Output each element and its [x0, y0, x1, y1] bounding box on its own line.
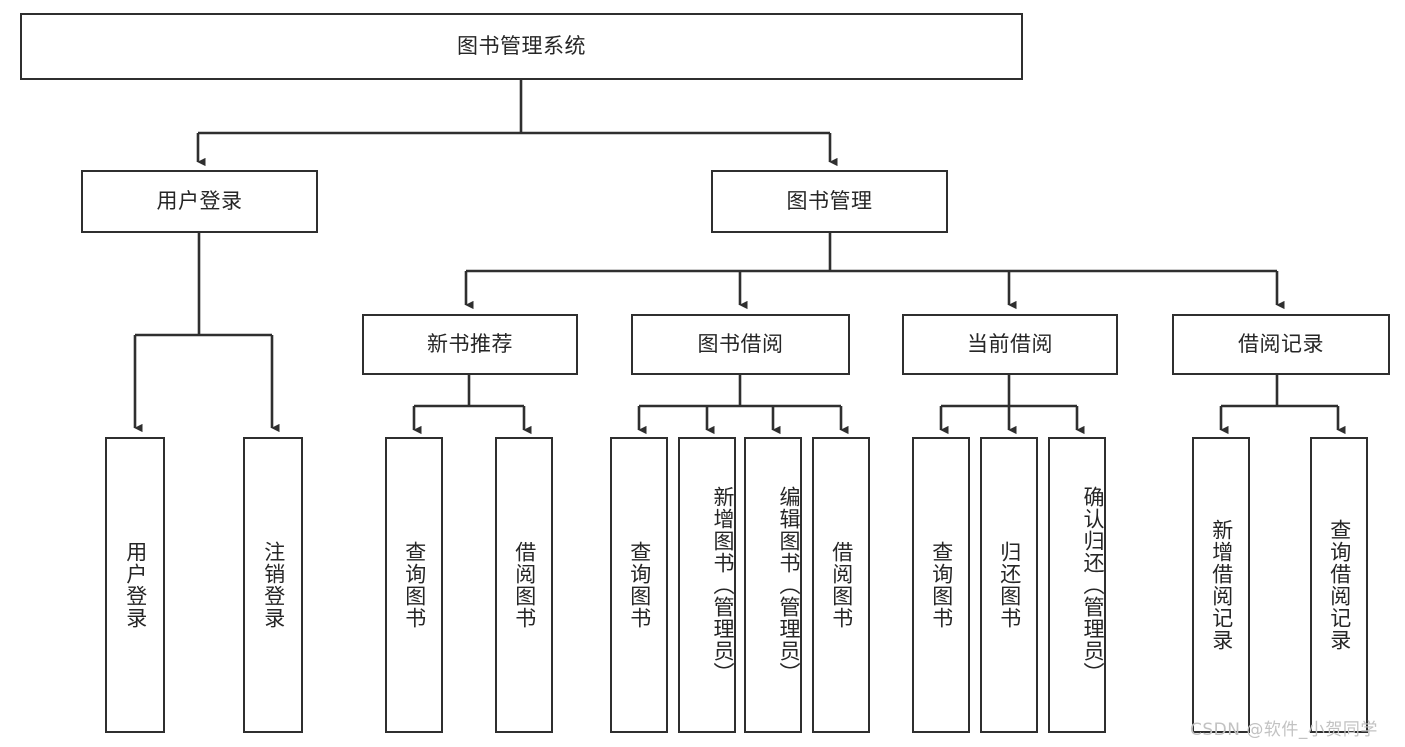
node-root[interactable]: 图书管理系统	[20, 13, 1023, 80]
node-book-manage-label: 图书管理	[786, 188, 873, 213]
node-leaf-borrow-query-book[interactable]: 查询图书	[610, 437, 668, 733]
node-new-book-recommend[interactable]: 新书推荐	[362, 314, 578, 375]
node-leaf-current-query-book-label: 查询图书	[929, 541, 954, 629]
node-leaf-user-login[interactable]: 用户登录	[105, 437, 165, 733]
node-leaf-edit-book[interactable]: 编辑图书（管理员）	[744, 437, 802, 733]
node-new-book-recommend-label: 新书推荐	[427, 331, 513, 356]
csdn-watermark: CSDN @软件_小贺同学	[1190, 720, 1378, 740]
node-leaf-query-borrow-record[interactable]: 查询借阅记录	[1310, 437, 1368, 733]
node-leaf-return-book[interactable]: 归还图书	[980, 437, 1038, 733]
node-leaf-return-book-label: 归还图书	[997, 541, 1022, 629]
node-leaf-recommend-borrow-book-label: 借阅图书	[512, 541, 537, 629]
node-leaf-borrow-book-label: 借阅图书	[829, 541, 854, 629]
node-user-login[interactable]: 用户登录	[81, 170, 318, 233]
node-book-borrow[interactable]: 图书借阅	[631, 314, 850, 375]
node-leaf-add-borrow-record-label: 新增借阅记录	[1209, 519, 1234, 651]
node-leaf-query-borrow-record-label: 查询借阅记录	[1327, 519, 1352, 651]
node-current-borrow[interactable]: 当前借阅	[902, 314, 1118, 375]
node-borrow-record[interactable]: 借阅记录	[1172, 314, 1390, 375]
node-user-login-label: 用户登录	[156, 188, 243, 213]
node-leaf-user-login-label: 用户登录	[123, 541, 148, 629]
node-leaf-confirm-return[interactable]: 确认归还（管理员）	[1048, 437, 1106, 733]
node-leaf-edit-book-label: 编辑图书（管理员）	[777, 486, 801, 684]
node-leaf-logout[interactable]: 注销登录	[243, 437, 303, 733]
node-leaf-recommend-query-book-label: 查询图书	[402, 541, 427, 629]
node-leaf-add-book[interactable]: 新增图书（管理员）	[678, 437, 736, 733]
node-book-manage[interactable]: 图书管理	[711, 170, 948, 233]
node-leaf-confirm-return-label: 确认归还（管理员）	[1081, 486, 1105, 684]
node-leaf-current-query-book[interactable]: 查询图书	[912, 437, 970, 733]
node-borrow-record-label: 借阅记录	[1238, 331, 1324, 356]
node-leaf-add-borrow-record[interactable]: 新增借阅记录	[1192, 437, 1250, 733]
node-leaf-recommend-query-book[interactable]: 查询图书	[385, 437, 443, 733]
node-leaf-recommend-borrow-book[interactable]: 借阅图书	[495, 437, 553, 733]
node-leaf-borrow-book[interactable]: 借阅图书	[812, 437, 870, 733]
node-current-borrow-label: 当前借阅	[967, 331, 1053, 356]
node-root-label: 图书管理系统	[457, 33, 586, 58]
node-leaf-add-book-label: 新增图书（管理员）	[711, 486, 735, 684]
node-book-borrow-label: 图书借阅	[697, 331, 784, 356]
node-leaf-logout-label: 注销登录	[261, 541, 286, 629]
node-leaf-borrow-query-book-label: 查询图书	[627, 541, 652, 629]
